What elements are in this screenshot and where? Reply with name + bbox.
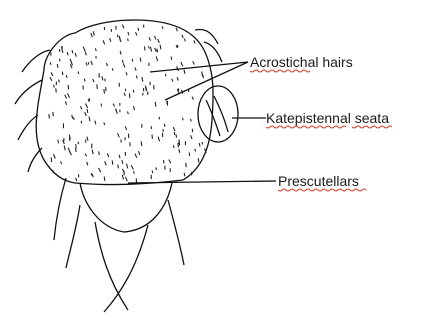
hair-stroke [184,173,185,176]
hair-stroke [179,149,180,153]
hair-stroke [129,93,130,98]
hair-stroke [78,142,79,145]
hair-stroke [50,62,51,65]
hair-stroke [128,39,129,42]
hair-stroke [53,112,54,116]
hair-stroke [195,149,196,152]
hair-stroke [178,143,179,147]
hair-stroke [155,102,156,107]
hair-stroke [202,71,203,76]
hair-stroke [101,104,102,107]
hair-stroke [104,122,105,125]
hair-stroke [88,62,89,65]
hair-stroke [165,74,166,77]
hair-stroke [60,59,61,62]
hair-stroke [152,171,153,174]
label-katepisternal-seata: Katepistennal seata [266,110,389,126]
hair-stroke [49,114,50,118]
hair-stroke [99,151,100,155]
hair-stroke [126,72,127,75]
label-prescutellars: Prescutellars [278,173,359,189]
hair-stroke [59,49,60,52]
hair-stroke [145,46,146,50]
hair-stroke [76,148,77,152]
hair-stroke [66,75,67,78]
hair-stroke [87,109,88,113]
hair-stroke [104,177,105,181]
hair-stroke [112,160,113,164]
hair-stroke [72,115,73,119]
hair-stroke [102,76,103,80]
label-acrostichal-hairs: Acrostichal hairs [250,54,353,70]
hair-stroke [198,158,199,162]
hair-stroke [164,160,165,163]
hair-stroke [134,171,135,174]
hair-stroke [176,134,177,137]
hair-stroke [157,49,158,53]
hair-stroke [118,165,119,169]
hair-stroke [58,140,59,144]
hair-stroke [89,98,90,101]
hair-stroke [199,143,200,146]
hair-stroke [173,145,174,148]
hair-stroke [141,141,142,146]
hair-stroke [128,32,129,35]
hair-stroke [112,68,113,70]
hair-stroke [140,58,141,62]
hair-stroke [76,144,77,148]
hair-stroke [122,60,123,63]
hair-stroke [57,64,58,68]
hair-stroke [97,84,98,89]
hair-stroke [56,88,57,92]
hair-stroke [72,50,73,53]
hair-stroke [62,72,63,76]
